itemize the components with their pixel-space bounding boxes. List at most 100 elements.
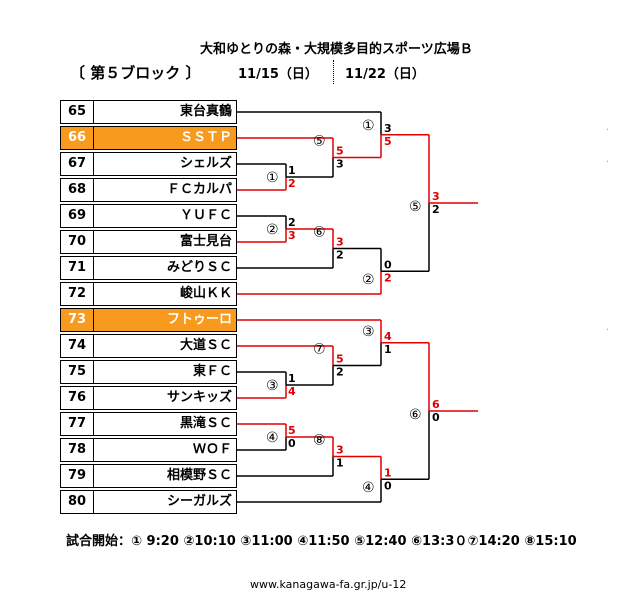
match-number: ②	[362, 272, 375, 288]
score-label: 1	[288, 372, 296, 385]
team-row: 65 東台真鶴	[60, 100, 237, 124]
team-number: 66	[61, 127, 94, 149]
team-row: 72 峻山ＫＫ	[60, 282, 237, 306]
team-name: 東ＦＣ	[192, 364, 232, 379]
team-row: 73 フトゥーロ	[60, 308, 237, 332]
score-label: 0	[432, 411, 440, 424]
team-number: 70	[61, 231, 94, 253]
team-number: 73	[61, 309, 94, 331]
score-label: 1	[288, 164, 296, 177]
score-label: 5	[384, 135, 392, 148]
score-label: 4	[288, 385, 296, 398]
match-number: ⑥	[313, 225, 326, 241]
team-row: 66 ＳＳＴＰ	[60, 126, 237, 150]
kickoff-times: 試合開始：① 9:20 ②10:10 ③11:00 ④11:50 ⑤12:40 …	[66, 534, 577, 549]
team-number: 77	[61, 413, 94, 435]
team-row: 75 東ＦＣ	[60, 360, 237, 384]
match-number: ⑤	[313, 134, 326, 150]
team-name: シェルズ	[179, 156, 232, 171]
score-label: 0	[384, 479, 392, 492]
team-row: 68 ＦＣカルパ	[60, 178, 237, 202]
team-number: 80	[61, 491, 94, 513]
team-number: 68	[61, 179, 94, 201]
score-label: 1	[384, 466, 392, 479]
team-name: 東台真鶴	[179, 104, 232, 119]
score-label: 0	[288, 437, 296, 450]
score-label: 6	[432, 398, 440, 411]
edge-mark: ·	[606, 157, 610, 168]
team-name: 相模野ＳＣ	[166, 468, 232, 483]
match-number: ④	[362, 480, 375, 496]
score-label: 2	[288, 216, 296, 229]
team-number: 75	[61, 361, 94, 383]
team-name: みどりＳＣ	[166, 260, 232, 275]
score-label: 3	[384, 122, 392, 135]
block-title: 〔 第５ブロック 〕	[70, 64, 201, 82]
date-divider	[333, 60, 334, 84]
score-label: 3	[336, 236, 344, 249]
match-number: ④	[266, 430, 279, 446]
edge-mark: ·	[606, 125, 610, 136]
match-number: ①	[266, 170, 279, 186]
team-number: 72	[61, 283, 94, 305]
date-round-1: 11/15（日）	[238, 67, 318, 82]
team-name: 峻山ＫＫ	[179, 286, 232, 301]
team-name: ＹＵＦＣ	[179, 208, 232, 223]
team-name: シーガルズ	[166, 494, 232, 509]
score-label: 4	[384, 330, 392, 343]
team-name: ＦＣカルパ	[166, 182, 232, 197]
match-number: ②	[266, 222, 279, 238]
team-row: 71 みどりＳＣ	[60, 256, 237, 280]
team-name: サンキッズ	[166, 390, 232, 405]
score-label: 2	[336, 249, 344, 262]
team-number: 79	[61, 465, 94, 487]
team-name: 富士見台	[179, 234, 232, 249]
team-row: 70 富士見台	[60, 230, 237, 254]
score-label: 1	[384, 343, 392, 356]
score-label: 3	[432, 190, 440, 203]
team-name: 黒滝ＳＣ	[179, 416, 232, 431]
match-number: ⑤	[409, 199, 422, 215]
score-label: 2	[432, 203, 440, 216]
score-label: 5	[336, 145, 344, 158]
team-row: 76 サンキッズ	[60, 386, 237, 410]
team-number: 67	[61, 153, 94, 175]
match-number: ③	[362, 324, 375, 340]
edge-mark: ·	[606, 325, 610, 336]
match-number: ⑧	[313, 433, 326, 449]
team-row: 69 ＹＵＦＣ	[60, 204, 237, 228]
team-name: 大道ＳＣ	[179, 338, 232, 353]
team-row: 77 黒滝ＳＣ	[60, 412, 237, 436]
score-label: 2	[336, 366, 344, 379]
team-number: 69	[61, 205, 94, 227]
score-label: 5	[288, 424, 296, 437]
score-label: 0	[384, 258, 392, 271]
score-label: 2	[288, 177, 296, 190]
match-number: ⑦	[313, 342, 326, 358]
site-url: www.kanagawa-fa.gr.jp/u-12	[250, 578, 407, 591]
team-row: 80 シーガルズ	[60, 490, 237, 514]
score-label: 5	[336, 353, 344, 366]
team-row: 74 大道ＳＣ	[60, 334, 237, 358]
score-label: 3	[336, 158, 344, 171]
score-label: 3	[288, 229, 296, 242]
team-name: ＳＳＴＰ	[179, 130, 232, 145]
team-row: 79 相模野ＳＣ	[60, 464, 237, 488]
team-number: 74	[61, 335, 94, 357]
score-label: 2	[384, 271, 392, 284]
match-number: ③	[266, 378, 279, 394]
team-number: 76	[61, 387, 94, 409]
team-number: 78	[61, 439, 94, 461]
team-name: フトゥーロ	[166, 312, 232, 327]
score-label: 3	[336, 444, 344, 457]
score-label: 1	[336, 457, 344, 470]
venue-title: 大和ゆとりの森・大規模多目的スポーツ広場Ｂ	[200, 42, 473, 57]
team-row: 67 シェルズ	[60, 152, 237, 176]
date-round-2: 11/22（日）	[345, 67, 425, 82]
team-number: 71	[61, 257, 94, 279]
match-number: ⑥	[409, 407, 422, 423]
match-number: ①	[362, 118, 375, 134]
team-number: 65	[61, 101, 94, 123]
